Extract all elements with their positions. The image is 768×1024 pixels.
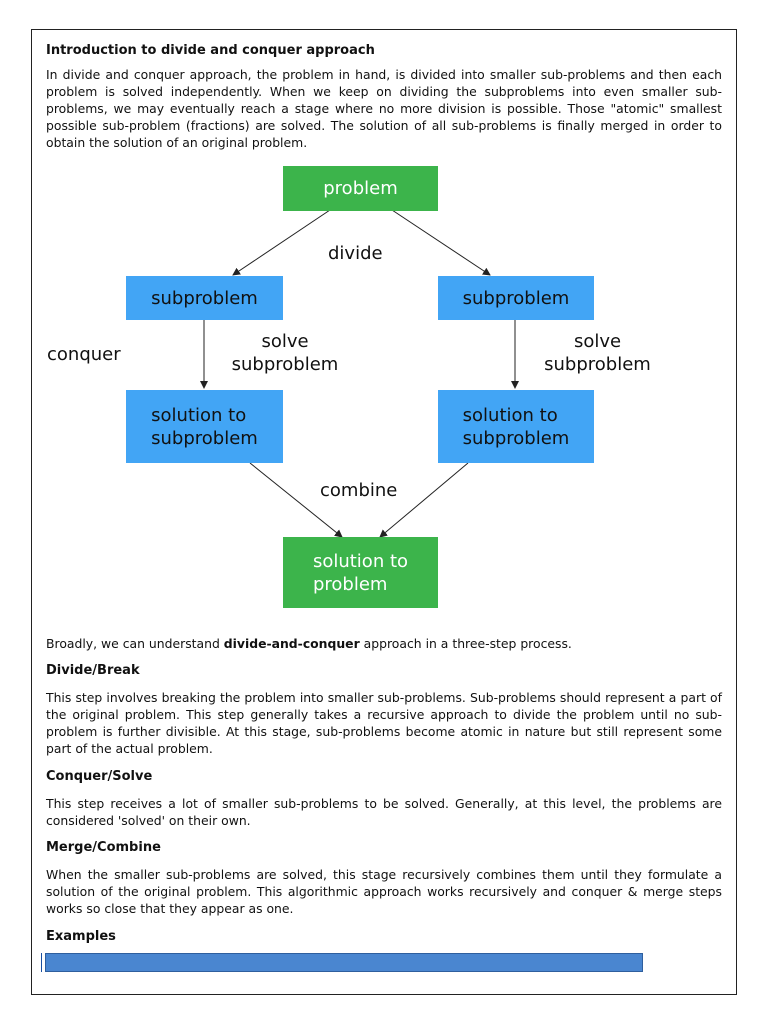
divide-paragraph: This step involves breaking the problem … <box>46 690 722 756</box>
intro-section: Introduction to divide and conquer appro… <box>46 42 722 151</box>
merge-paragraph: When the smaller sub-problems are solved… <box>46 867 722 916</box>
conquer-heading: Conquer/Solve <box>46 769 153 784</box>
solve-right-label: solve subproblem <box>544 331 651 375</box>
divide-label: divide <box>328 243 383 264</box>
conquer-paragraph: This step receives a lot of smaller sub-… <box>46 796 722 828</box>
examples-box[interactable] <box>45 953 643 972</box>
final-solution-node: solution to problem <box>283 537 438 608</box>
examples-heading: Examples <box>46 929 116 944</box>
page-border <box>31 29 737 995</box>
solve-left-label: solve subproblem <box>231 331 339 375</box>
right-subproblem-node: subproblem <box>438 276 594 320</box>
broadly-paragraph: Broadly, we can understand divide-and-co… <box>46 636 572 651</box>
divide-heading: Divide/Break <box>46 663 140 678</box>
right-solution-node: solution to subproblem <box>438 390 594 463</box>
intro-paragraph: In divide and conquer approach, the prob… <box>46 67 722 150</box>
text-cursor <box>41 953 42 972</box>
combine-label: combine <box>320 480 398 501</box>
left-subproblem-node: subproblem <box>126 276 283 320</box>
intro-title: Introduction to divide and conquer appro… <box>46 43 375 58</box>
left-solution-node: solution to subproblem <box>126 390 283 463</box>
merge-heading: Merge/Combine <box>46 840 161 855</box>
problem-node: problem <box>283 166 438 211</box>
conquer-label: conquer <box>47 344 121 365</box>
